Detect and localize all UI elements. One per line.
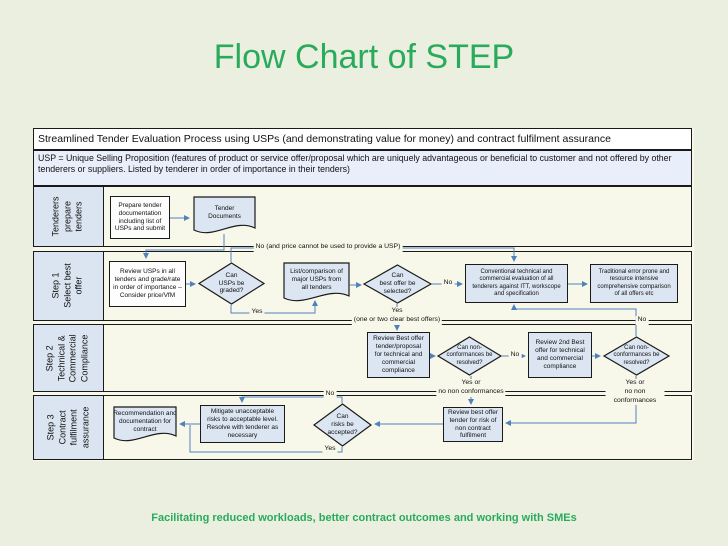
lane-label-cell: Step 3 Contract fulfilment assurance [34,396,104,459]
process-box [443,407,503,442]
edge-label-no-nc2: No [635,316,649,325]
node-tender-documents: Tender Documents [193,196,256,238]
decision-diamond [602,336,671,376]
node-recommendation-text: Recommendation and documentation for con… [113,410,177,433]
header-row-usp-definition: USP = Unique Selling Proposition (featur… [33,150,692,186]
lane-tenderers: Tenderers prepare tenders [33,186,692,247]
edge-label-yes-nc1: Yes or no non conformances [436,379,506,397]
edge-label-yes-clear: Yes (one or two clear best offers) [351,307,443,325]
header-title-text: Streamlined Tender Evaluation Process us… [38,133,611,145]
edge-label-yes-nc2: Yes or no non conformances [605,379,665,406]
node-can-nonconformances-1: Can non- conformances be resolved? [436,336,503,376]
node-review-best-offer: Review Best offer tender/proposal for te… [367,332,430,378]
node-can-nonconformances-2-text: Can non- conformances be resolved? [613,345,660,366]
edge-label-yes-risk: Yes [322,445,338,454]
edge-label-no-usp: No (and price cannot be used to provide … [253,243,403,252]
node-can-best-offer-text: Can best offer be selected? [379,272,416,295]
lane-label-cell: Step 1 Select best offer [34,252,104,320]
decision-diamond [362,264,433,304]
node-conventional-evaluation-text: Conventional technical and commercial ev… [472,268,561,297]
node-traditional-comparison-text: Traditional error prone and resource int… [597,268,671,297]
node-list-comparison: List/comparison of major USPs from all t… [283,262,350,306]
node-tender-documents-text: Tender Documents [208,205,241,220]
process-box [590,264,678,303]
node-review-risk-text: Review best offer tender for risk of non… [447,408,499,440]
edge-label-no-best: No [441,279,455,288]
process-box [528,332,592,378]
node-recommendation: Recommendation and documentation for con… [113,406,177,446]
node-mitigate-risks-text: Mitigate unacceptable risks to acceptabl… [206,408,279,439]
page-title: Flow Chart of STEP [213,38,515,76]
node-can-usps-be-graded-text: Can USPs be graded? [218,271,245,295]
process-box [109,261,186,307]
node-list-comparison-text: List/comparison of major USPs from all t… [290,268,343,291]
lane-step3: Step 3 Contract fulfilment assurance [33,395,692,460]
decision-diamond [436,336,503,376]
node-review-best-offer-text: Review Best offer tender/proposal for te… [373,335,424,374]
edge-label-no-risk: No [323,390,337,399]
node-mitigate-risks: Mitigate unacceptable risks to acceptabl… [200,405,285,443]
lane-label-cell: Tenderers prepare tenders [34,187,104,246]
node-review-usps-text: Review USPs in all tenders and grade/rat… [113,268,182,299]
node-can-best-offer: Can best offer be selected? [362,264,433,304]
node-prepare-tender-text: Prepare tender documentation including l… [114,201,166,233]
process-box [367,332,430,378]
header-row-title: Streamlined Tender Evaluation Process us… [33,128,692,150]
node-review-2nd-best: Review 2nd Best offer for technical and … [528,332,592,378]
decision-diamond [197,262,266,305]
node-review-2nd-best-text: Review 2nd Best offer for technical and … [535,339,585,370]
node-can-usps-be-graded: Can USPs be graded? [197,262,266,305]
process-box [110,196,170,239]
flowchart-frame: Streamlined Tender Evaluation Process us… [33,128,694,461]
node-review-usps: Review USPs in all tenders and grade/rat… [109,261,186,307]
edge-label-yes-graded: Yes [249,308,265,317]
node-can-nonconformances-1-text: Can non- conformances be resolved? [446,345,493,366]
document-shape [283,262,350,302]
edge-label-no-nc1: No [508,351,522,360]
usp-definition-text: USP = Unique Selling Proposition (featur… [38,153,672,175]
lane-step2: Step 2 Technical & Commercial Compliance [33,324,692,392]
node-conventional-evaluation: Conventional technical and commercial ev… [465,264,568,303]
process-box [200,405,285,443]
node-can-risks-be-accepted-text: Can risks be accepted? [327,413,358,436]
footer-tagline: Facilitating reduced workloads, better c… [151,512,577,524]
process-box [465,264,568,303]
decision-diamond [312,403,373,447]
document-shape [113,406,177,442]
node-traditional-comparison: Traditional error prone and resource int… [590,264,678,303]
node-prepare-tender: Prepare tender documentation including l… [110,196,170,239]
node-can-nonconformances-2: Can non- conformances be resolved? [602,336,671,376]
node-review-risk: Review best offer tender for risk of non… [443,407,503,442]
node-can-risks-be-accepted: Can risks be accepted? [312,403,373,447]
lane-label-cell: Step 2 Technical & Commercial Compliance [34,325,104,391]
document-shape [193,196,256,234]
